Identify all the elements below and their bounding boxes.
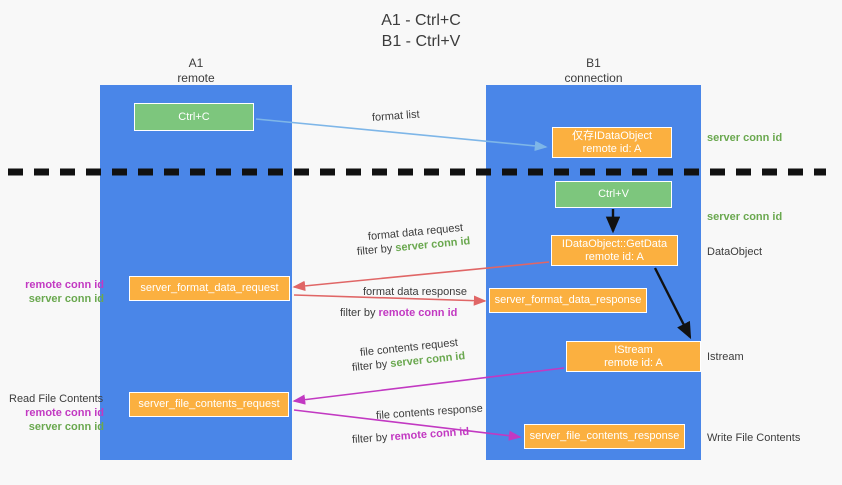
node-ctrl-v-label: Ctrl+V xyxy=(598,188,629,200)
label-conn-ids-file: remote conn id server conn id xyxy=(9,406,104,434)
label-file-contents-response-filter: filter by remote conn id xyxy=(352,425,470,447)
label-data-object: DataObject xyxy=(707,246,763,258)
node-server-file-contents-response[interactable]: server_file_contents_response xyxy=(524,424,685,449)
label-format-list: format list xyxy=(371,108,420,124)
node-server-format-data-response[interactable]: server_format_data_response xyxy=(489,288,647,313)
label-istream: Istream xyxy=(707,351,744,363)
label-server-conn-id-top: server conn id xyxy=(707,131,782,145)
node-idataobject[interactable]: 仅存IDataObject remote id: A xyxy=(552,127,672,158)
lane-b1-header: B1 connection xyxy=(496,56,691,86)
label-conn-ids-format: remote conn id server conn id xyxy=(9,278,104,306)
node-getdata-label: IDataObject::GetData xyxy=(561,237,668,250)
lane-a1-subtitle: remote xyxy=(177,71,215,85)
filter-by-text-3: filter by xyxy=(351,358,391,374)
lane-a1-header: A1 remote xyxy=(110,56,282,86)
node-idataobject-remote-id: remote id: A xyxy=(582,142,642,155)
server-conn-id-text-3: server conn id xyxy=(28,293,104,305)
remote-conn-id-text-1: remote conn id xyxy=(25,279,104,291)
lane-b1-title: B1 xyxy=(586,56,601,70)
node-server-format-data-request[interactable]: server_format_data_request xyxy=(129,276,290,301)
lane-a1-title: A1 xyxy=(188,56,204,70)
remote-conn-id-text-2: remote conn id xyxy=(25,407,104,419)
node-ctrl-v[interactable]: Ctrl+V xyxy=(555,181,672,208)
title-line-2: B1 - Ctrl+V xyxy=(381,33,461,50)
lane-b1-subtitle: connection xyxy=(564,71,623,85)
node-ctrl-c[interactable]: Ctrl+C xyxy=(134,103,254,131)
label-server-conn-id-second: server conn id xyxy=(707,210,782,224)
node-server-file-contents-response-label: server_file_contents_response xyxy=(529,430,680,442)
remote-conn-id-text-3: remote conn id xyxy=(378,307,458,319)
filter-by-text-4: filter by xyxy=(351,431,391,446)
node-server-file-contents-request-label: server_file_contents_request xyxy=(138,398,280,410)
page-title: A1 - Ctrl+C B1 - Ctrl+V xyxy=(0,10,842,52)
node-istream-remote-id: remote id: A xyxy=(604,356,663,369)
server-conn-id-text-2: server conn id xyxy=(707,211,783,223)
node-istream[interactable]: IStream remote id: A xyxy=(566,341,701,372)
node-server-format-data-request-label: server_format_data_request xyxy=(140,282,279,294)
server-conn-id-text-1: server conn id xyxy=(707,132,783,144)
node-getdata[interactable]: IDataObject::GetData remote id: A xyxy=(551,235,678,266)
node-idataobject-label: 仅存IDataObject xyxy=(571,129,653,142)
node-server-format-data-response-label: server_format_data_response xyxy=(494,294,642,306)
node-server-file-contents-request[interactable]: server_file_contents_request xyxy=(129,392,289,417)
filter-by-text-1: filter by xyxy=(356,242,396,258)
node-istream-label: IStream xyxy=(614,343,653,356)
label-format-data-response-filter: filter by remote conn id xyxy=(340,306,457,320)
title-line-1: A1 - Ctrl+C xyxy=(381,12,461,29)
label-format-data-response: format data response xyxy=(363,286,467,298)
node-getdata-remote-id: remote id: A xyxy=(585,250,644,263)
filter-by-text-2: filter by xyxy=(340,307,379,319)
server-conn-id-text-4: server conn id xyxy=(28,421,104,433)
remote-conn-id-text-4: remote conn id xyxy=(390,425,470,444)
label-read-file-contents: Read File Contents xyxy=(9,393,104,405)
label-file-contents-response: file contents response xyxy=(375,402,484,422)
label-write-file-contents: Write File Contents xyxy=(707,432,801,444)
node-ctrl-c-label: Ctrl+C xyxy=(178,110,210,123)
